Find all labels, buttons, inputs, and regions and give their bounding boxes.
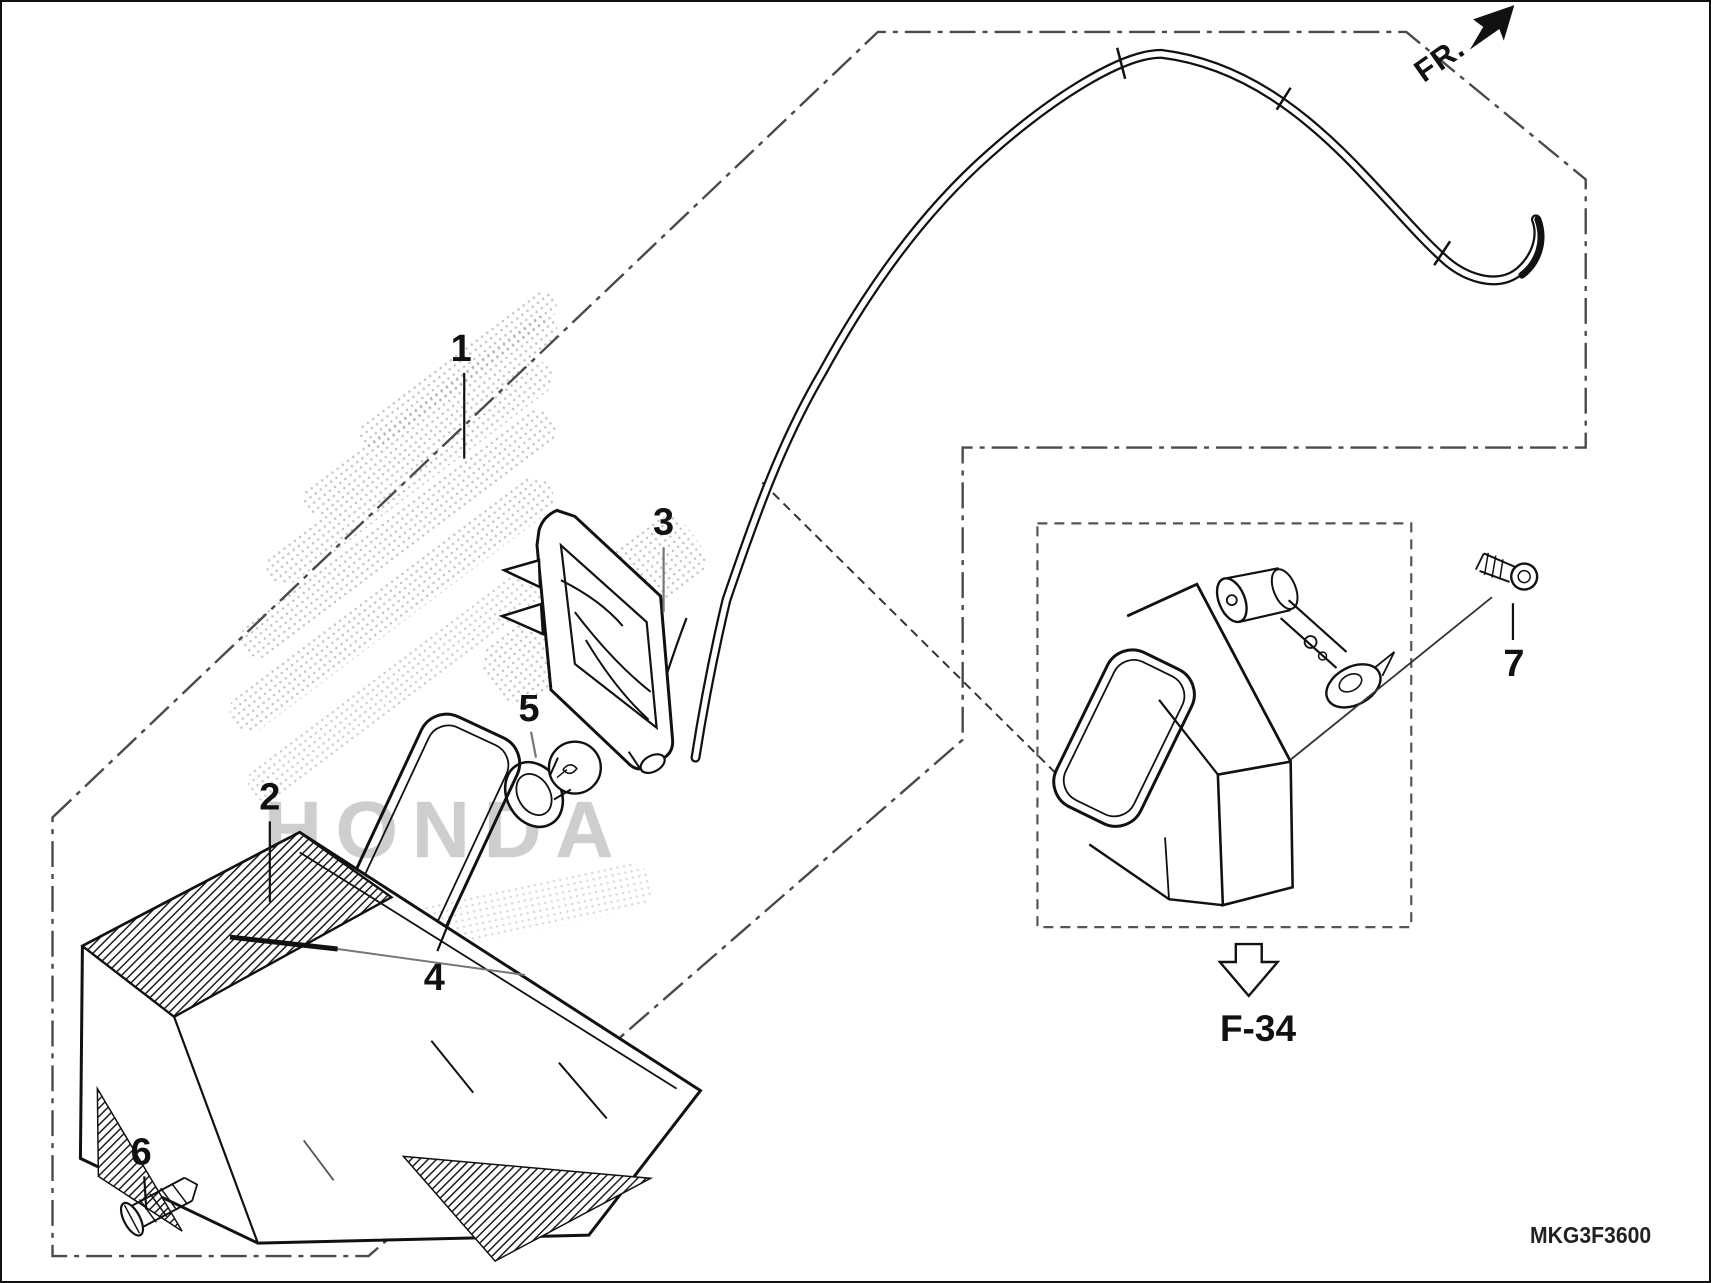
- housing-detail-arc: [584, 639, 650, 721]
- callout-5-leader: [529, 731, 538, 758]
- lens-front-edge: [173, 1016, 259, 1244]
- callout-5-label[interactable]: 5: [518, 688, 539, 730]
- harness-tube-outer: [690, 48, 1544, 763]
- bulb-filament-lead: [556, 769, 568, 779]
- callout-7-label[interactable]: 7: [1503, 643, 1524, 685]
- lens-top-face: [80, 831, 394, 1019]
- lens-highlight-dark: [229, 934, 338, 952]
- callout-6-label[interactable]: 6: [131, 1131, 152, 1173]
- housing-inner-frame: [559, 542, 658, 731]
- housing-grommet: [639, 753, 666, 775]
- harness-tape-tick: [1433, 240, 1452, 266]
- cover-right-face: [1216, 760, 1294, 907]
- housing-outline: [535, 508, 675, 771]
- screw7-shaft: [1483, 552, 1516, 568]
- housing-wire-stub: [627, 751, 642, 771]
- housing-mount-tab: [498, 602, 545, 636]
- bulb-base-line: [549, 757, 559, 776]
- cover-bottom-edge: [1088, 843, 1223, 907]
- fr-orientation-marker: FR.: [1406, 2, 1529, 92]
- screw7-thread: [1483, 552, 1489, 576]
- bulb-socket-inner: [515, 773, 553, 817]
- harness-tube-inner: [692, 51, 1542, 761]
- screw6-thread: [149, 1193, 168, 1218]
- housing-detail-arc: [574, 611, 652, 693]
- lens-shade-bottom: [401, 1155, 654, 1263]
- cover-opening-outer: [1052, 648, 1196, 828]
- cover-opening-inner: [1062, 659, 1186, 818]
- screw-lens-mount[interactable]: [117, 1169, 206, 1239]
- cover-body-edge: [1158, 699, 1219, 776]
- callout-6-leader: [143, 1176, 148, 1210]
- assembly-reference-line: [761, 481, 1079, 796]
- bracket-foot-inner: [1338, 673, 1363, 693]
- bulb-filament: [562, 764, 578, 775]
- f34-reference[interactable]: F-34: [1219, 1008, 1297, 1049]
- taillight-harness[interactable]: [639, 47, 1545, 763]
- screw7-thread: [1499, 559, 1504, 580]
- lens-shade-left: [96, 1085, 183, 1232]
- harness-tape-tick: [1275, 87, 1292, 111]
- bracket-arm: [1287, 599, 1348, 653]
- bracket-cone: [1373, 651, 1396, 677]
- bracket-screw-hole: [1317, 651, 1328, 661]
- screw6-tip: [184, 1176, 199, 1202]
- bracket-lamp-cap-left: [1215, 577, 1248, 624]
- bracket-screw-hole: [1303, 635, 1318, 649]
- callout-4-label[interactable]: 4: [424, 957, 445, 999]
- bulb-base-line: [553, 788, 572, 801]
- screw6-thread: [138, 1198, 157, 1223]
- screw6-shaft: [143, 1199, 193, 1228]
- callout-3-label[interactable]: 3: [653, 501, 674, 543]
- screw6-head-line: [123, 1204, 141, 1234]
- harness-hook-end: [1518, 215, 1545, 279]
- callout-1-label[interactable]: 1: [451, 328, 472, 370]
- cover-bottom-detail: [1164, 837, 1170, 900]
- screw-license-cover[interactable]: [1475, 548, 1541, 593]
- screw7-head-inner: [1517, 569, 1531, 584]
- callout-4-leader: [436, 918, 452, 952]
- taillight-base-housing[interactable]: [498, 508, 675, 776]
- cover-top-edge: [1126, 582, 1292, 763]
- lens-highlight-light: [337, 948, 526, 976]
- down-arrow-icon: [1217, 942, 1281, 998]
- housing-mount-tab: [500, 558, 542, 590]
- taillight-lens[interactable]: [78, 830, 703, 1263]
- screw6-thread: [160, 1187, 178, 1211]
- lens-reflection-mark: [430, 1040, 474, 1094]
- screw7-head: [1510, 562, 1539, 591]
- screw7-end: [1475, 553, 1485, 571]
- diagram-code: MKG3F3600: [1530, 1222, 1652, 1248]
- bracket-lamp-body: [1238, 609, 1291, 624]
- phantom-body-outline: [51, 30, 1587, 1258]
- license-light-bracket[interactable]: [1211, 566, 1396, 717]
- screw6-thread: [171, 1182, 188, 1205]
- license-light-cover[interactable]: [1044, 582, 1294, 907]
- screw7-shaft: [1479, 570, 1510, 583]
- taillight-bulb[interactable]: [494, 740, 602, 838]
- bracket-lamp-body: [1226, 567, 1279, 580]
- fr-arrow-icon: [1469, 5, 1515, 50]
- bracket-lamp-cap-right: [1270, 568, 1299, 611]
- bracket-arm: [1279, 617, 1338, 669]
- housing-detail-arc: [560, 579, 624, 627]
- harness-tape-tick: [1115, 47, 1127, 80]
- screw7-reference-line: [1290, 596, 1493, 761]
- callout-2-label[interactable]: 2: [259, 776, 280, 818]
- screw7-thread: [1491, 555, 1497, 578]
- sub-assembly-dashed-box: [1036, 522, 1413, 929]
- bracket-lamp-hole: [1225, 594, 1238, 607]
- lens-reflection-mark: [303, 1139, 335, 1181]
- lens-reflection-mark: [558, 1062, 608, 1120]
